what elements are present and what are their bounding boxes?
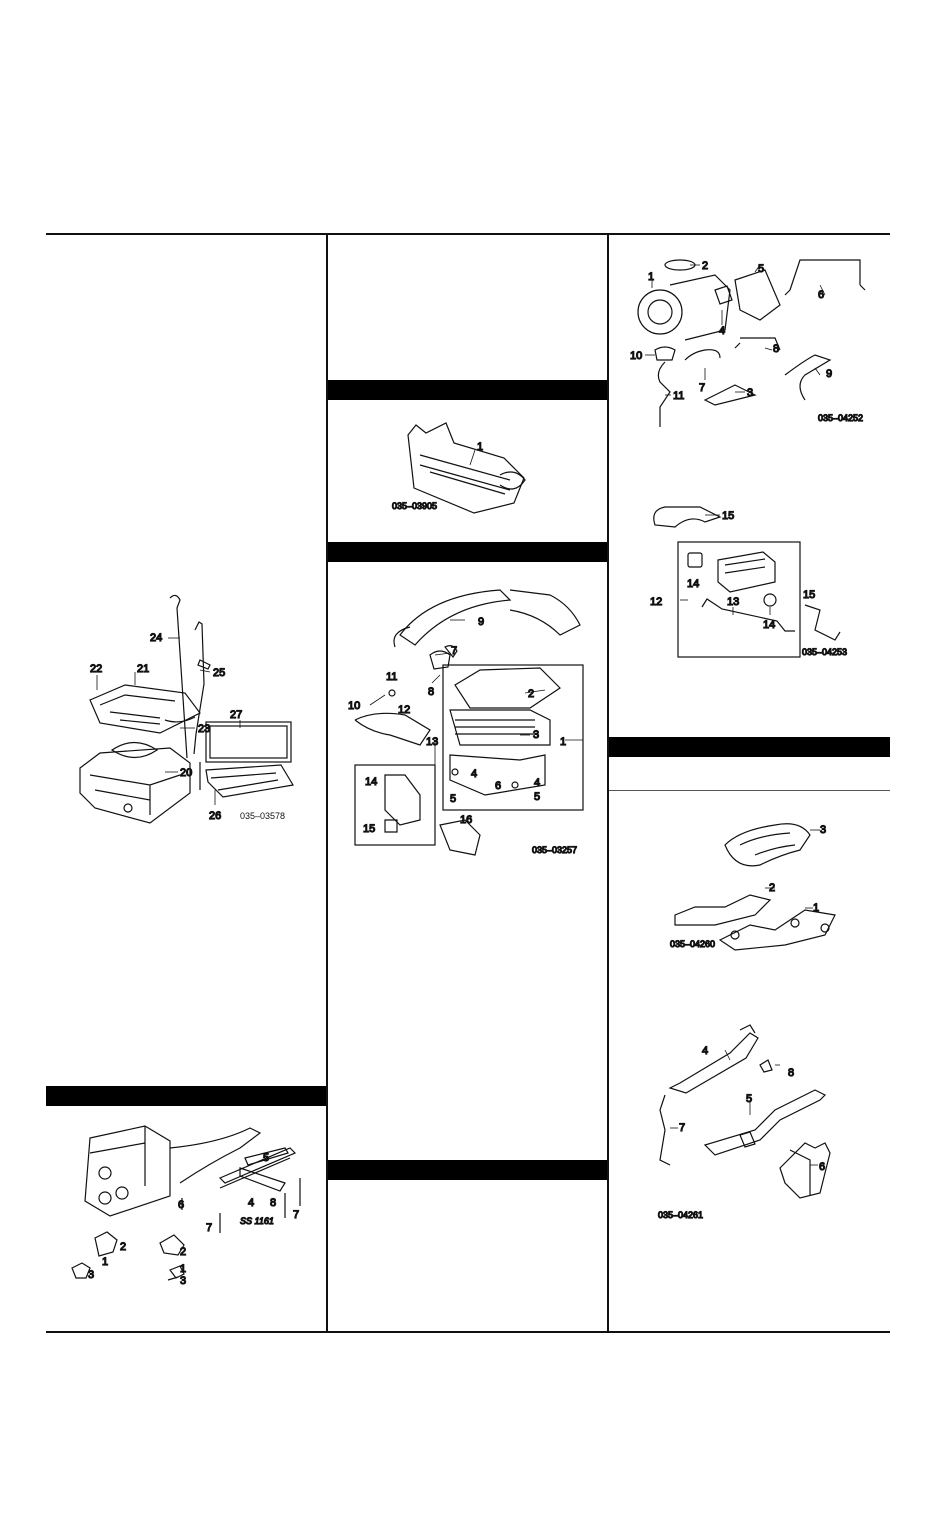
crossmember-label-1: 5 <box>263 1152 269 1164</box>
section-bar-column2-bottom <box>328 1160 607 1180</box>
crossmember-label-8: 1 <box>102 1256 108 1268</box>
ecu-label-3: 12 <box>650 596 662 608</box>
intake-manifold-figure-code: 035–03905 <box>392 501 437 511</box>
ecu-label-4: 13 <box>727 596 739 608</box>
exhaust-label-3: 5 <box>746 1093 752 1105</box>
intake-manifold-label-1: 1 <box>477 441 483 453</box>
air-cleaner-label-13: 4 <box>534 777 540 789</box>
crossmember-label-2: 6 <box>178 1199 184 1211</box>
figure-exhaust-manifold: 3 2 1 035–04260 <box>665 805 855 955</box>
figure-ecu: 15 14 12 13 14 15 035–04253 <box>640 495 865 665</box>
turbo-label-7: 10 <box>630 350 642 362</box>
oil-pan-label-5: 23 <box>198 723 210 735</box>
ecu-label-1: 15 <box>722 510 734 522</box>
oil-pan-label-1: 22 <box>90 663 102 675</box>
crossmember-label-4: 8 <box>270 1197 276 1209</box>
turbo-label-10: 3 <box>747 387 753 399</box>
exhaust-label-4: 7 <box>679 1122 685 1134</box>
crossmember-label-7: 2 <box>120 1241 126 1253</box>
turbo-label-8: 7 <box>699 382 705 394</box>
exhaust-label-5: 6 <box>819 1161 825 1173</box>
crossmember-label-9: 2 <box>180 1246 186 1258</box>
air-cleaner-label-2: 11 <box>386 671 397 683</box>
oil-pan-label-3: 24 <box>150 632 162 644</box>
air-cleaner-label-6: 12 <box>398 704 410 716</box>
crossmember-label-12: 3 <box>180 1275 186 1287</box>
air-cleaner-label-14: 6 <box>495 780 501 792</box>
exhaust-figure-code: 035–04261 <box>658 1210 703 1220</box>
oil-pan-label-6: 27 <box>230 709 242 721</box>
figure-exhaust-system: 4 8 5 7 6 035–04261 <box>650 1020 860 1225</box>
crossmember-figure-code: SS 1161 <box>240 1216 274 1226</box>
column-divider-2 <box>607 233 609 1333</box>
exhaust-manifold-figure-code: 035–04260 <box>670 939 715 949</box>
figure-air-cleaner: 9 11 7 10 8 12 2 3 1 13 14 4 4 6 5 5 15 … <box>340 575 595 865</box>
exhaust-label-2: 8 <box>788 1067 794 1079</box>
turbo-label-3: 1 <box>648 271 654 283</box>
oil-pan-label-2: 21 <box>137 663 149 675</box>
air-cleaner-figure-code: 035–03257 <box>532 845 577 855</box>
figure-turbocharger: 2 5 1 6 4 8 10 7 9 3 11 035–04252 <box>625 250 875 430</box>
bottom-rule <box>46 1331 890 1333</box>
column-divider-1 <box>326 233 328 1333</box>
figure-crossmember: 5 6 4 8 7 7 2 1 2 3 1 3 SS 1161 <box>60 1118 315 1288</box>
turbo-label-6: 8 <box>773 343 779 355</box>
turbo-label-5: 4 <box>719 325 725 337</box>
section-bar-air-cleaner <box>328 542 607 562</box>
oil-pan-label-7: 20 <box>180 767 192 779</box>
air-cleaner-label-16: 5 <box>534 791 540 803</box>
crossmember-label-3: 4 <box>248 1197 254 1209</box>
crossmember-label-11: 1 <box>180 1263 186 1275</box>
air-cleaner-label-12: 4 <box>471 768 477 780</box>
ecu-label-5: 14 <box>763 619 775 631</box>
air-cleaner-label-7: 2 <box>528 688 534 700</box>
oil-pan-label-4: 25 <box>213 667 225 679</box>
turbo-label-2: 5 <box>758 263 764 275</box>
turbo-label-9: 9 <box>826 368 832 380</box>
ecu-figure-code: 035–04253 <box>802 647 847 657</box>
top-rule <box>46 233 890 235</box>
air-cleaner-label-4: 10 <box>348 700 360 712</box>
section-bar-exhaust <box>609 737 890 757</box>
air-cleaner-label-1: 9 <box>478 616 484 628</box>
crossmember-label-10: 3 <box>88 1269 94 1281</box>
crossmember-label-6: 7 <box>293 1209 299 1221</box>
section-bar-intake-manifold <box>328 380 607 400</box>
exhaust-label-1: 4 <box>702 1045 708 1057</box>
exhaust-manifold-label-2: 2 <box>769 882 775 894</box>
section-thin-rule <box>609 790 890 791</box>
section-bar-crossmember <box>46 1086 326 1106</box>
air-cleaner-label-15: 5 <box>450 793 456 805</box>
ecu-label-6: 15 <box>803 589 815 601</box>
air-cleaner-label-9: 1 <box>560 736 566 748</box>
air-cleaner-label-18: 16 <box>460 814 472 826</box>
air-cleaner-label-17: 15 <box>363 823 375 835</box>
oil-pan-figure-code: 035–03578 <box>240 811 285 821</box>
exhaust-manifold-label-3: 1 <box>813 902 819 914</box>
air-cleaner-label-5: 8 <box>428 686 434 698</box>
oil-pan-label-8: 26 <box>209 810 221 822</box>
crossmember-label-5: 7 <box>206 1222 212 1234</box>
ecu-label-2: 14 <box>687 578 699 590</box>
figure-intake-manifold: 1 035–03905 <box>390 420 540 520</box>
turbo-label-1: 2 <box>702 260 708 272</box>
turbo-label-11: 11 <box>673 390 684 402</box>
air-cleaner-label-3: 7 <box>451 645 457 657</box>
air-cleaner-label-8: 3 <box>533 729 539 741</box>
air-cleaner-label-10: 13 <box>426 736 438 748</box>
figure-oil-pan: 22 21 24 25 23 27 20 26 035–03578 <box>70 590 315 830</box>
exhaust-manifold-label-1: 3 <box>820 824 826 836</box>
turbo-label-4: 6 <box>818 289 824 301</box>
turbo-figure-code: 035–04252 <box>818 413 863 423</box>
air-cleaner-label-11: 14 <box>365 776 377 788</box>
